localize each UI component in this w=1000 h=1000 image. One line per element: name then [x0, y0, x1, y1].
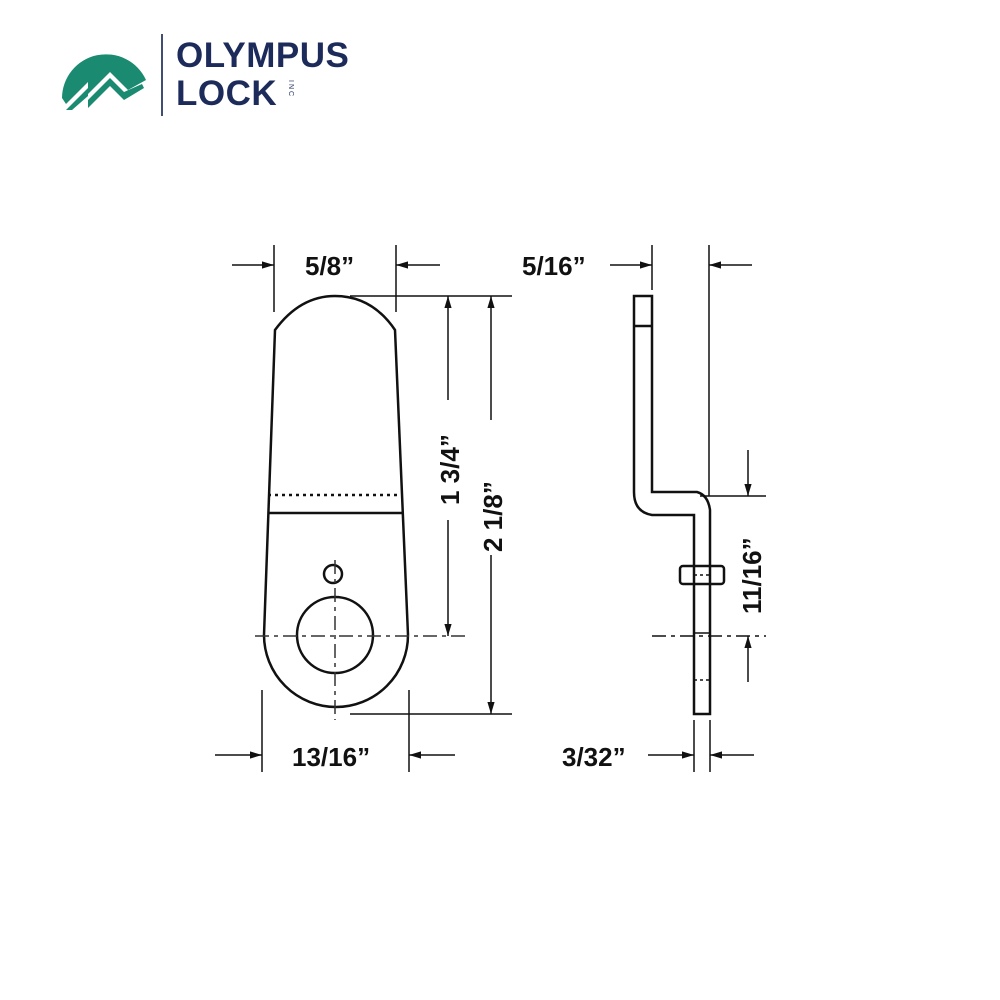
side-dimension-arrows: [610, 261, 754, 759]
dim-top-width: 5/8”: [305, 251, 354, 281]
logo-text-lock: LOCK: [176, 74, 278, 113]
dim-thickness: 3/32”: [562, 742, 626, 772]
dim-hole-to-top: 1 3/4”: [435, 434, 465, 505]
logo-text-olympus: OLYMPUS: [176, 36, 350, 75]
dim-bottom-width: 13/16”: [292, 742, 370, 772]
side-extension-lines: [651, 245, 766, 772]
olympus-lock-logo: OLYMPUS LOCK INC: [58, 34, 368, 124]
dim-bend-to-hole: 11/16”: [737, 537, 767, 614]
front-extension-lines: [261, 245, 512, 772]
dim-overall-length: 2 1/8”: [478, 481, 508, 552]
front-view: [262, 294, 410, 709]
front-dimension-arrows: [215, 261, 495, 759]
mountain-logo-icon: [62, 54, 146, 110]
front-centerlines: [255, 560, 465, 720]
side-view: [632, 294, 726, 716]
logo-text-inc: INC: [287, 80, 294, 99]
dim-offset: 5/16”: [522, 251, 586, 281]
logo-divider: [161, 34, 163, 116]
